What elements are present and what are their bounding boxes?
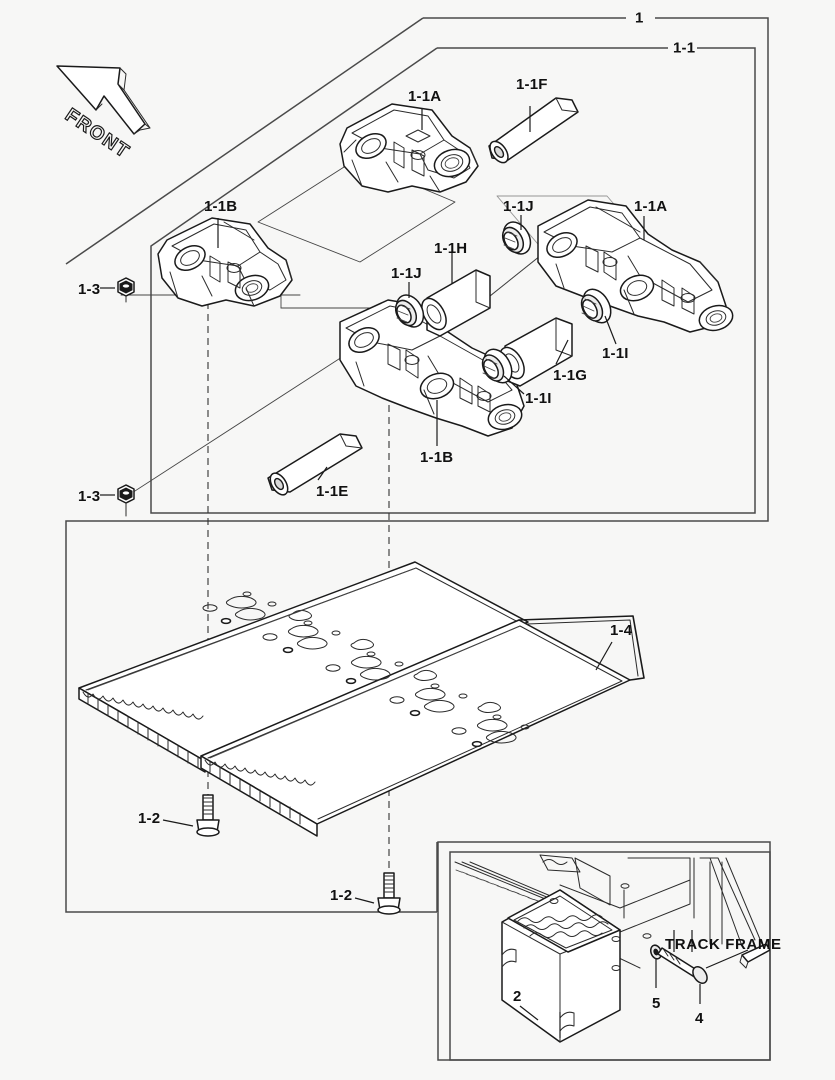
label-seal-1-1J-upper: 1-1J bbox=[503, 198, 534, 215]
label-bolt-1-2-lower: 1-2 bbox=[330, 887, 353, 904]
seal-1-1I-left bbox=[481, 348, 513, 384]
inset-content bbox=[454, 854, 770, 1043]
bushing-1-1H bbox=[421, 269, 491, 337]
group-1-frame bbox=[65, 17, 769, 913]
track-link-1-1B-left bbox=[157, 217, 293, 307]
label-group-1-1: 1-1 bbox=[673, 39, 696, 57]
label-nut-1-3-lower: 1-3 bbox=[78, 488, 101, 505]
label-bushing-1-1G: 1-1G bbox=[553, 367, 588, 384]
seal-1-1J-upper bbox=[501, 221, 532, 255]
label-seal-1-1I-left: 1-1I bbox=[525, 390, 552, 407]
inset-frame bbox=[437, 841, 771, 1061]
nut-1-3-upper bbox=[100, 277, 135, 303]
track-shoe-1-4 bbox=[78, 561, 645, 837]
seal-1-1I-right bbox=[580, 288, 612, 324]
shoe-bolt-holes-row-5 bbox=[451, 714, 530, 748]
shoe-bolt-holes-row-2 bbox=[262, 620, 374, 654]
label-guard-2: 2 bbox=[513, 988, 522, 1005]
label-bolt-1-2-upper: 1-2 bbox=[138, 810, 161, 827]
bolt-1-2-upper bbox=[162, 794, 220, 837]
label-group-1: 1 bbox=[635, 9, 644, 27]
label-bolt-4: 4 bbox=[695, 1010, 704, 1027]
nut-1-3-lower bbox=[100, 484, 135, 517]
group-1-1-frame bbox=[150, 47, 756, 514]
label-leaders bbox=[217, 106, 645, 671]
track-link-1-1A-upper bbox=[339, 103, 479, 193]
label-seal-1-1J-lower: 1-1J bbox=[391, 265, 422, 282]
label-shoe-1-4: 1-4 bbox=[610, 622, 633, 639]
pin-1-1F bbox=[488, 97, 579, 164]
bolt-1-2-lower bbox=[354, 872, 401, 915]
label-pin-1-1E: 1-1E bbox=[316, 483, 349, 500]
seal-1-1J-lower bbox=[394, 294, 425, 328]
track-link-1-1B-lower bbox=[339, 299, 525, 437]
label-link-1-1B-left: 1-1B bbox=[204, 198, 238, 215]
label-pin-1-1F: 1-1F bbox=[516, 76, 548, 93]
label-nut-1-3-upper: 1-3 bbox=[78, 281, 101, 298]
label-link-1-1B-lower: 1-1B bbox=[420, 449, 454, 466]
label-link-1-1A-upper: 1-1A bbox=[408, 88, 442, 105]
track-link-1-1A-right bbox=[537, 199, 734, 333]
front-arrow: FRONT bbox=[56, 65, 151, 164]
label-seal-1-1I-right: 1-1I bbox=[602, 345, 629, 362]
shoe-bolt-holes-row-1 bbox=[202, 591, 312, 625]
label-track-frame: TRACK FRAME bbox=[665, 936, 782, 953]
shoe-bolt-holes-row-4 bbox=[389, 683, 501, 717]
label-washer-5: 5 bbox=[652, 995, 661, 1012]
pin-1-1E bbox=[267, 433, 363, 496]
shoe-bolt-holes-row-3 bbox=[325, 651, 437, 685]
label-bushing-1-1H: 1-1H bbox=[434, 240, 468, 257]
label-link-1-1A-right: 1-1A bbox=[634, 198, 668, 215]
